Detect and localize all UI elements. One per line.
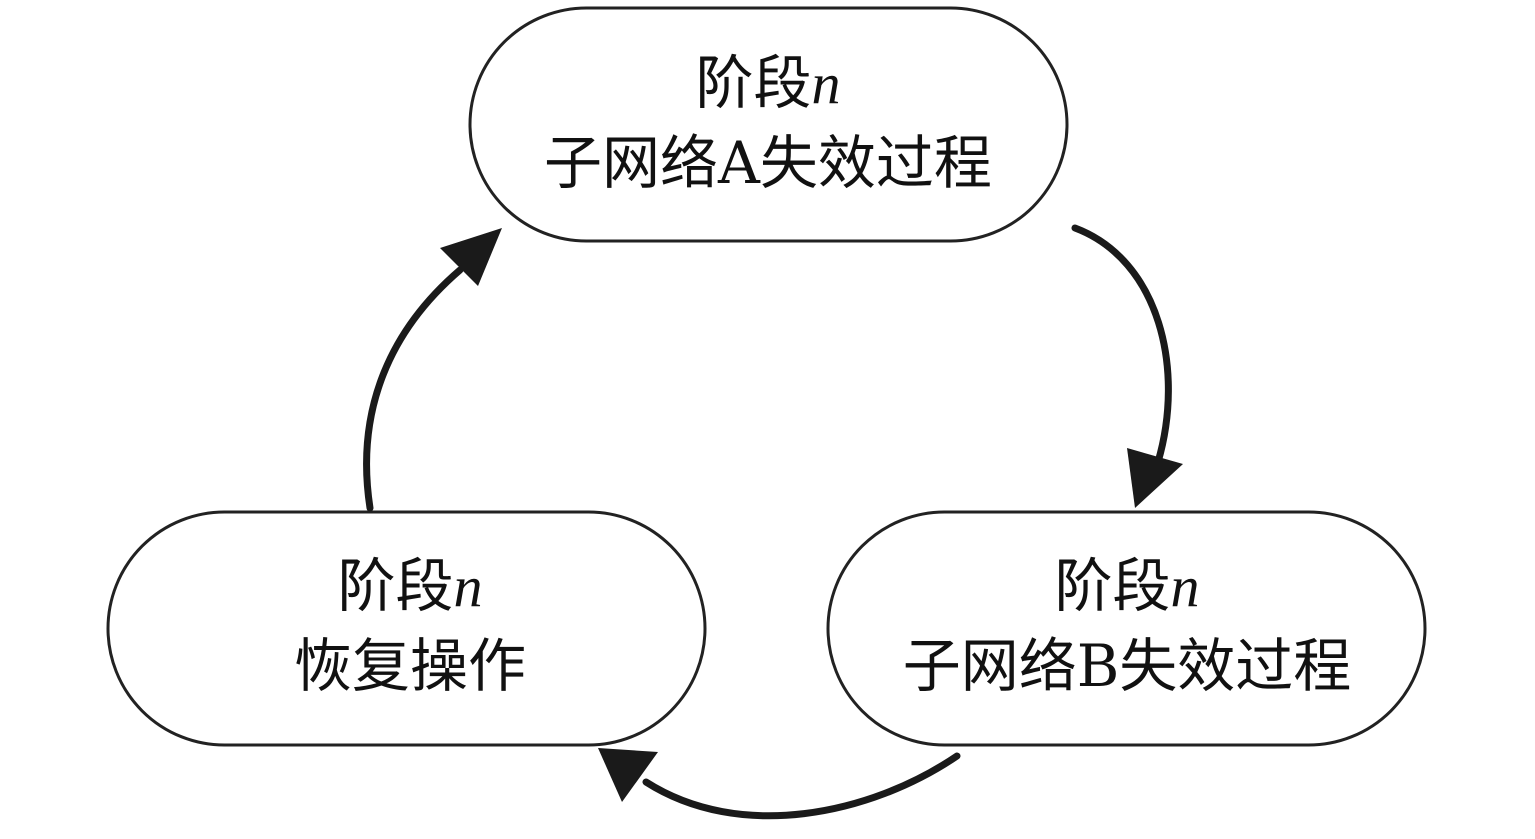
node-stage-recovery-stage-label: 阶段 (337, 552, 453, 620)
node-stage-a-var: n (812, 51, 841, 116)
node-stage-a-line1: 阶段n (695, 49, 840, 117)
node-stage-recovery-var: n (454, 554, 483, 619)
node-stage-b-line2: 子网络B失效过程 (903, 632, 1352, 700)
edge-recovery-to-a (363, 228, 502, 512)
edge-recovery-to-a-line (363, 266, 464, 512)
edge-b-to-recovery-line (642, 752, 961, 820)
node-stage-recovery-line1: 阶段n (337, 552, 482, 620)
edge-recovery-to-a-arrowhead (440, 228, 502, 286)
node-stage-a-shape (468, 6, 1069, 243)
node-stage-b: 阶段n 子网络B失效过程 (826, 510, 1427, 747)
node-stage-b-var: n (1171, 554, 1200, 619)
edge-a-to-b-line (1071, 224, 1172, 466)
node-stage-recovery-shape (106, 510, 707, 747)
node-stage-a-stage-label: 阶段 (695, 49, 811, 117)
node-stage-b-line1: 阶段n (1054, 552, 1199, 620)
edge-a-to-b (1071, 224, 1183, 508)
edge-b-to-recovery (598, 748, 961, 820)
edge-b-to-recovery-arrowhead (598, 748, 658, 802)
edge-a-to-b-arrowhead (1127, 448, 1183, 508)
node-stage-b-shape (826, 510, 1427, 747)
node-stage-recovery: 阶段n 恢复操作 (106, 510, 707, 747)
node-stage-b-stage-label: 阶段 (1054, 552, 1170, 620)
node-stage-a-line2: 子网络A失效过程 (544, 129, 992, 197)
node-stage-recovery-line2: 恢复操作 (294, 632, 526, 700)
node-stage-a: 阶段n 子网络A失效过程 (468, 6, 1069, 243)
